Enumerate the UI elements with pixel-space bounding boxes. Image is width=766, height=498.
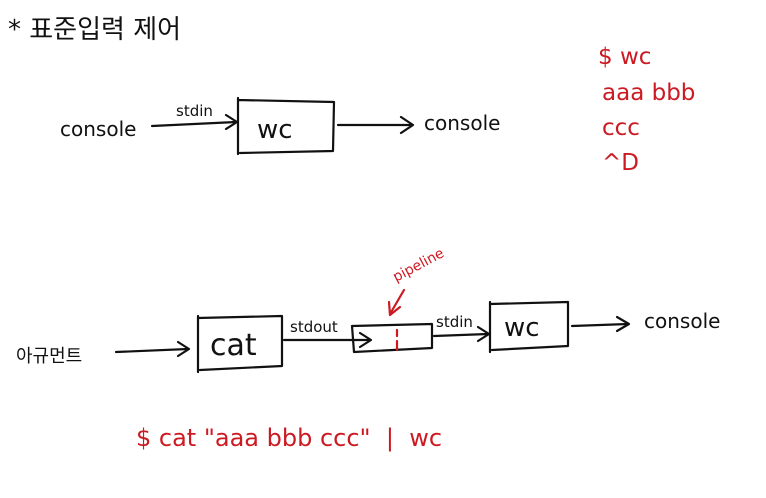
stdout-label: stdout — [290, 318, 338, 336]
pipe-box — [350, 322, 434, 354]
cat-box — [196, 314, 284, 374]
pipeline-label: pipeline — [390, 245, 447, 285]
bottom-arrowhead-out — [615, 315, 631, 333]
cat-label: cat — [210, 328, 257, 363]
top-edge-label-stdin: stdin — [176, 102, 213, 120]
stdin-arrow — [432, 332, 490, 338]
bottom-arrow-in — [114, 347, 190, 354]
terminal-example: $ wc aaa bbb ccc ^D — [598, 44, 695, 176]
pipeline-pointer-arrow — [388, 288, 406, 316]
top-arrow-in — [150, 120, 238, 128]
top-wc-box — [236, 96, 336, 156]
bottom-wc-label: wc — [504, 313, 540, 343]
bottom-stdin-label: stdin — [436, 313, 473, 331]
stdout-arrowhead — [358, 331, 373, 349]
terminal-line-2: aaa bbb — [602, 80, 695, 106]
bottom-source-label: 아규먼트 — [16, 346, 82, 367]
terminal-line-1: $ wc — [598, 44, 651, 70]
pipeline-pointer-arrowhead — [387, 300, 402, 317]
top-target-label: console — [424, 111, 500, 135]
bottom-target-label: console — [644, 309, 720, 333]
top-wc-label: wc — [257, 115, 293, 145]
terminal-line-4: ^D — [602, 150, 639, 176]
bottom-arrow-out — [570, 322, 630, 328]
title-text: * 표준입력 제어 — [8, 15, 181, 45]
command-text: $ cat "aaa bbb ccc" | wc — [136, 424, 442, 452]
top-source-label: console — [60, 117, 136, 141]
bottom-wc-box — [488, 300, 570, 354]
bottom-arrowhead-in — [176, 340, 191, 358]
terminal-line-3: ccc — [602, 115, 640, 141]
top-arrowhead-out — [399, 115, 415, 135]
